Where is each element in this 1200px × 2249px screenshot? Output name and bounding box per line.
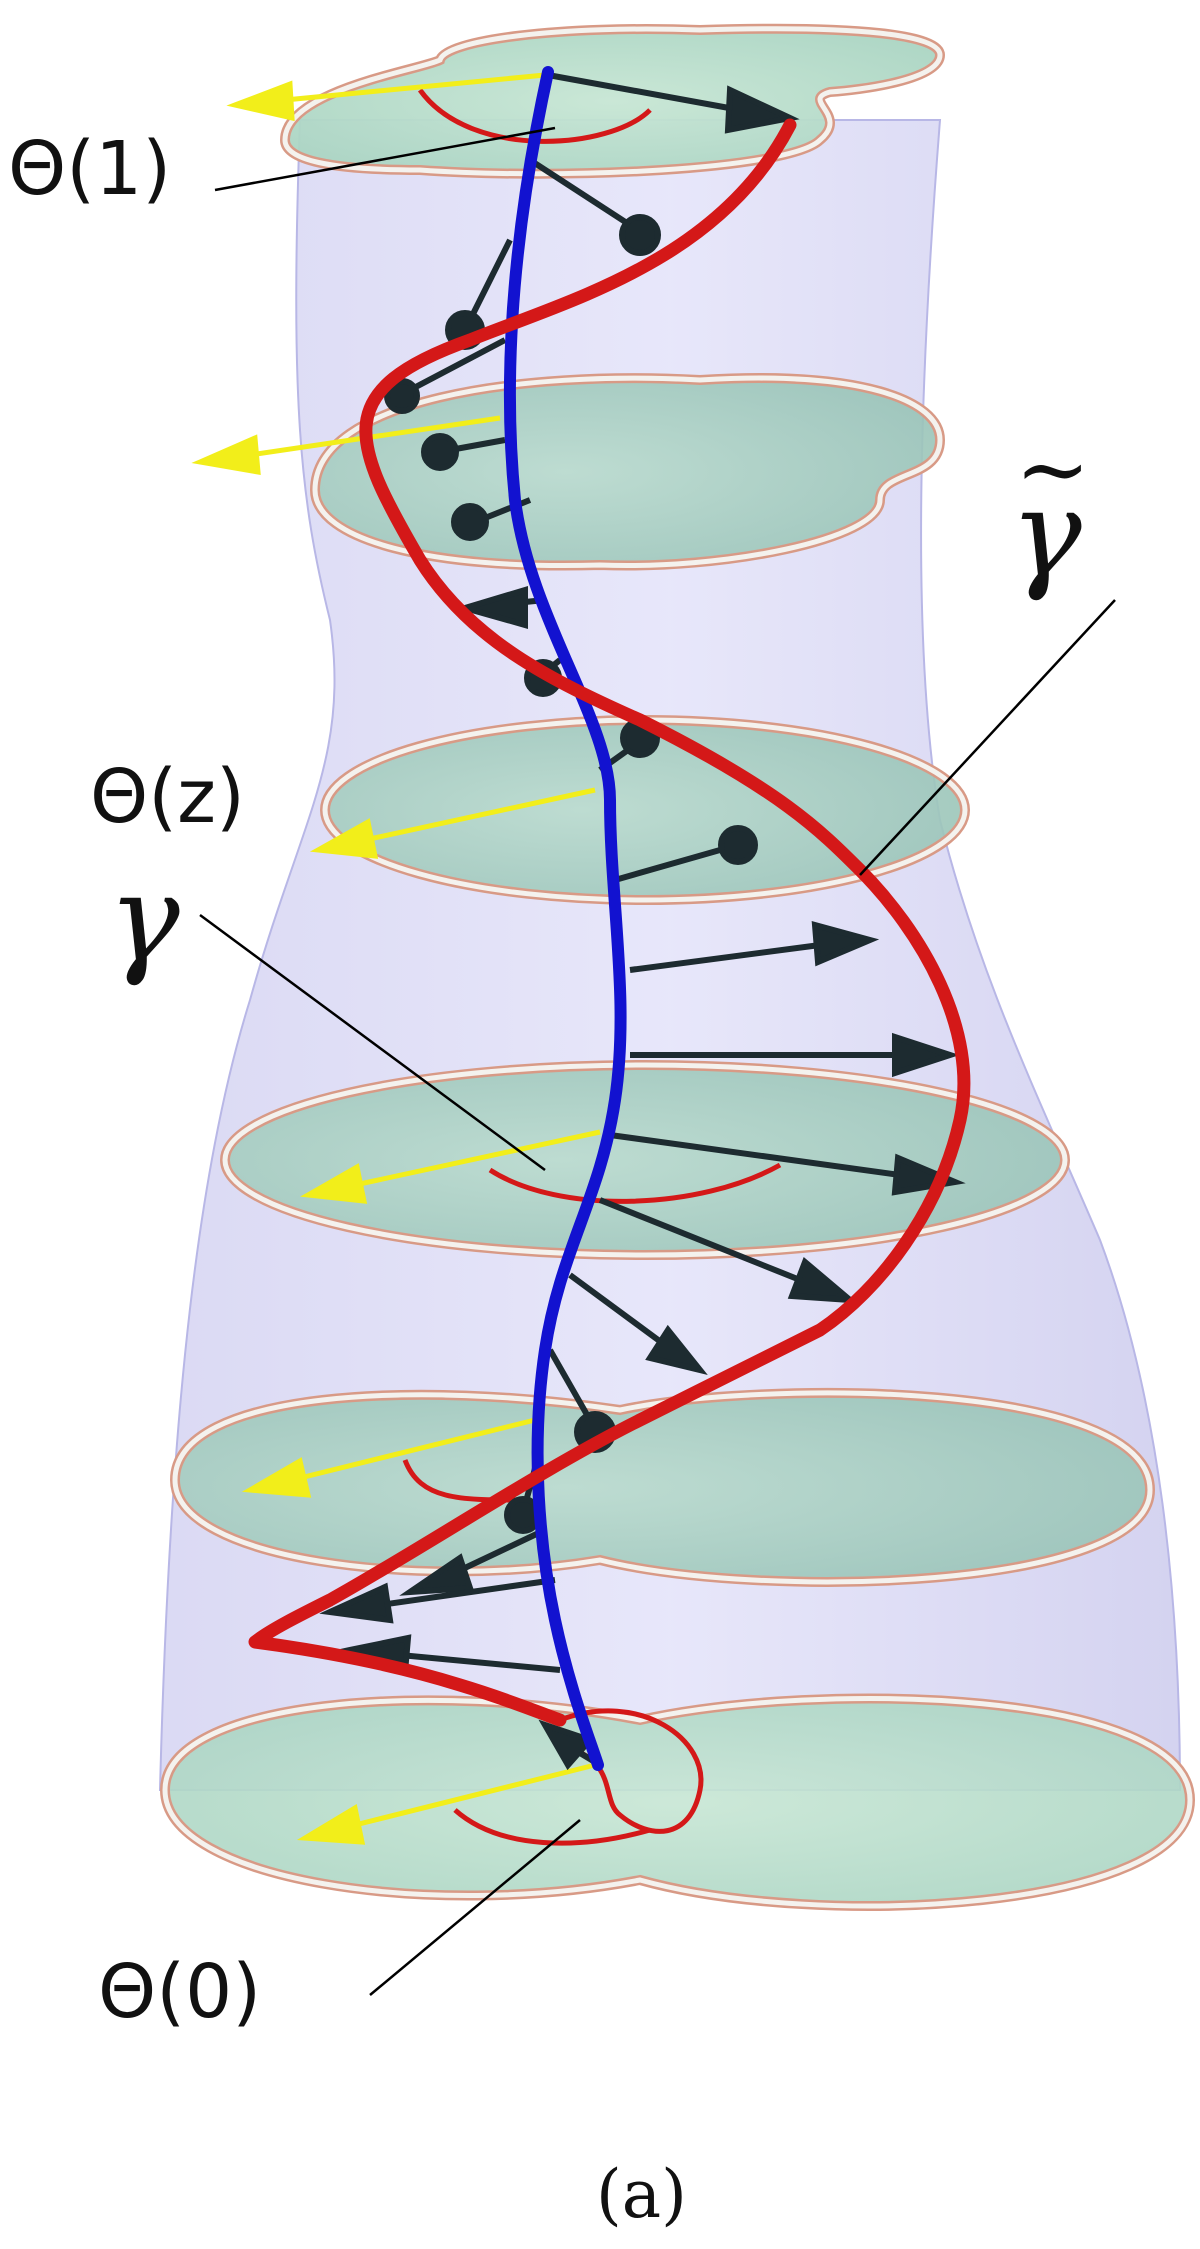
yellow-arrow-icon [241, 1417, 536, 1498]
leader-gamma [199, 913, 546, 1172]
leader-gamma-tilde [859, 599, 1116, 876]
label-gamma: γ [108, 850, 180, 989]
disk-1 [169, 1387, 1156, 1587]
dark-arrow-icon [451, 497, 532, 541]
label-gamma-tilde: γ [1010, 465, 1082, 604]
gamma-loop-bottom [559, 1708, 704, 1834]
dark-arrow-icon [528, 157, 661, 256]
yellow-arrow-icon [309, 787, 596, 859]
dark-arrow-icon [568, 1272, 708, 1375]
dark-arrow-icon [319, 1577, 556, 1624]
tilde-accent: ~ [1015, 417, 1091, 522]
disk-0 [159, 1693, 1196, 1911]
label-theta-z: Θ(z) [90, 754, 245, 840]
yellow-arrow-icon [191, 415, 501, 476]
dark-arrow-icon [629, 920, 880, 973]
dark-arrow-icon [614, 825, 758, 883]
label-theta-1: Θ(1) [8, 126, 172, 212]
dark-arrow-icon [598, 1197, 859, 1304]
figure-caption: (a) [596, 2156, 687, 2233]
dark-arrow-icon [630, 1032, 960, 1078]
yellow-arrow-icon [300, 1129, 601, 1204]
leader-lines [199, 126, 1116, 1996]
label-theta-0: Θ(0) [98, 1949, 262, 2035]
gamma-arc-middle [488, 1162, 782, 1204]
yellow-arrows [191, 72, 601, 1845]
dark-arrow-icon [384, 337, 507, 414]
dark-arrow-icon [399, 1527, 547, 1596]
dark-arrows [319, 72, 966, 1771]
red-curve [248, 118, 971, 1727]
gamma-arc-bottom [453, 1808, 651, 1846]
dark-arrow-icon [421, 433, 506, 471]
leader-theta-1 [214, 126, 556, 192]
disk-3 [320, 715, 970, 905]
disk-2 [220, 1060, 1070, 1260]
blue-curve [503, 66, 627, 1771]
leader-theta-0 [369, 1819, 581, 1996]
yellow-arrow-icon [226, 72, 546, 122]
dark-arrow-icon [547, 72, 800, 134]
yellow-arrow-icon [296, 1762, 596, 1845]
